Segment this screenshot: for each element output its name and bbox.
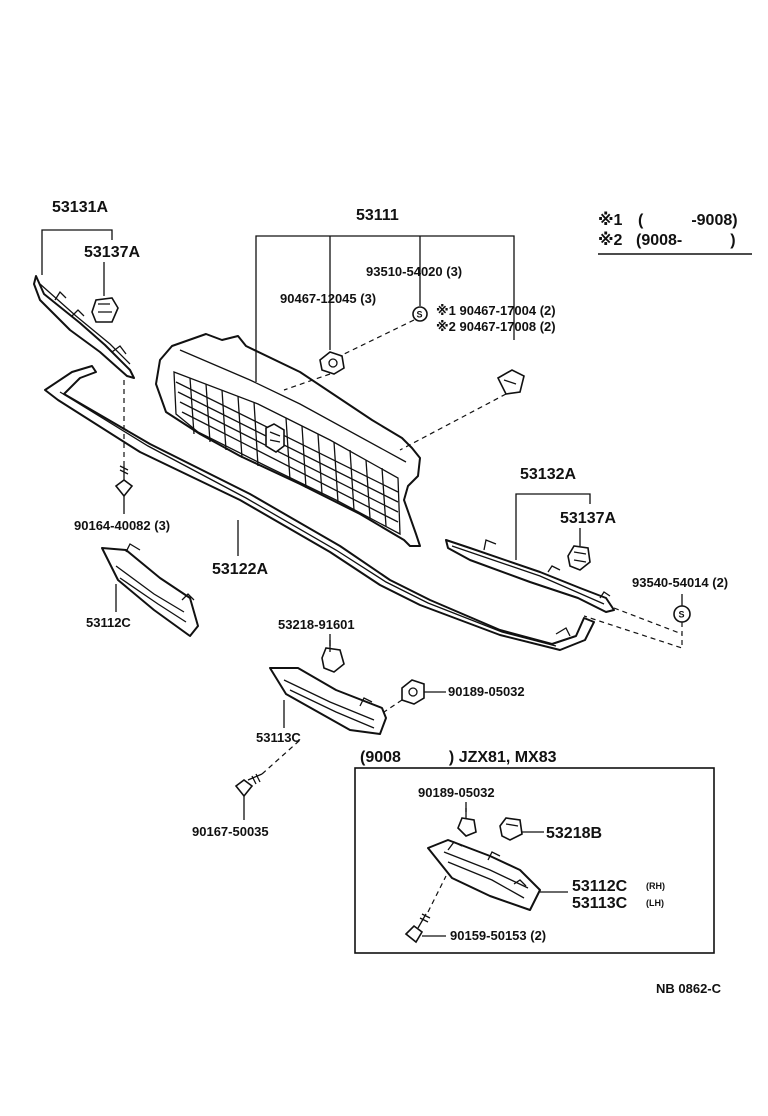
legend-row2-text: (9008- ) xyxy=(636,232,736,249)
inset-clip-53218B xyxy=(499,817,523,841)
inset-label-90159-50153: 90159-50153 (2) xyxy=(450,928,546,943)
clip-53137A-right xyxy=(567,545,591,571)
s-mark-93540: S xyxy=(679,610,685,620)
dash-90467-17004 xyxy=(399,393,507,451)
label-53112C-left: 53112C xyxy=(86,615,131,630)
screw-90167-50035 xyxy=(234,773,263,798)
label-90467-17008: ※2 90467-17008 (2) xyxy=(436,319,556,334)
label-53111: 53111 xyxy=(356,207,399,224)
inset-label-90189-05032: 90189-05032 xyxy=(418,785,495,800)
inset-label-53113C: 53113C xyxy=(572,895,628,912)
legend: ※1 ( -9008) ※2 (9008- ) xyxy=(598,211,752,255)
clip-90467-12045 xyxy=(319,351,345,375)
label-90189-05032: 90189-05032 xyxy=(448,684,525,699)
inset-box xyxy=(354,767,715,954)
molding-53132A xyxy=(445,539,615,613)
label-53131A: 53131A xyxy=(52,199,108,216)
s-mark-93510: S xyxy=(417,310,423,320)
label-93510-54020: 93510-54020 (3) xyxy=(366,264,462,279)
dash-93510 xyxy=(339,319,415,357)
label-90167-50035: 90167-50035 xyxy=(192,824,269,839)
legend-row2-mark: ※2 xyxy=(598,231,623,249)
nut-90189-05032 xyxy=(401,679,425,705)
inset-dash-90159 xyxy=(427,875,447,913)
dash-93540 xyxy=(583,607,683,649)
inset-label-rh: (RH) xyxy=(646,881,665,891)
inset-title: (9008 ) JZX81, MX83 xyxy=(360,749,557,766)
dash-90189 xyxy=(383,699,403,713)
dash-90467-12045 xyxy=(283,373,331,391)
inset-screw-90159 xyxy=(404,913,431,944)
s-nut-93540: S xyxy=(673,605,691,623)
leader-53131A xyxy=(41,229,113,275)
label-53132A: 53132A xyxy=(520,466,576,483)
leader-53111-bracket xyxy=(255,235,515,382)
molding-53131A xyxy=(33,275,135,379)
legend-row1-mark: ※1 xyxy=(598,211,623,229)
leader-53132A xyxy=(515,493,591,560)
label-53122A: 53122A xyxy=(212,561,268,578)
label-53137A-right: 53137A xyxy=(560,510,616,527)
inset-nut-90189 xyxy=(457,808,477,837)
dash-90167 xyxy=(261,739,301,775)
inset-label-53218B: 53218B xyxy=(546,825,602,842)
clip-53137A-left xyxy=(91,297,119,323)
cover-53113C-left xyxy=(269,667,387,735)
s-nut-93510: S xyxy=(412,306,428,322)
grille-53111 xyxy=(155,333,421,547)
label-53218-91601: 53218-91601 xyxy=(278,617,355,632)
label-53137A-left: 53137A xyxy=(84,244,140,261)
legend-row1-text: ( -9008) xyxy=(638,212,738,229)
label-90467-17004: ※1 90467-17004 (2) xyxy=(436,303,556,318)
screw-90164-40082 xyxy=(114,465,134,498)
inset-cover xyxy=(427,839,541,911)
inset-label-lh: (LH) xyxy=(646,898,664,908)
clip-53218-91601 xyxy=(321,640,345,673)
label-90467-12045: 90467-12045 (3) xyxy=(280,291,376,306)
cover-53112C-left xyxy=(101,543,199,637)
label-93540-54014: 93540-54014 (2) xyxy=(632,575,728,590)
footer-code: NB 0862-C xyxy=(656,981,722,996)
lower-molding-53122A xyxy=(44,365,595,651)
inset-label-53112C: 53112C xyxy=(572,878,628,895)
label-90164-40082: 90164-40082 (3) xyxy=(74,518,170,533)
clip-90467-17004 xyxy=(496,369,525,395)
label-53113C-left: 53113C xyxy=(256,730,301,745)
